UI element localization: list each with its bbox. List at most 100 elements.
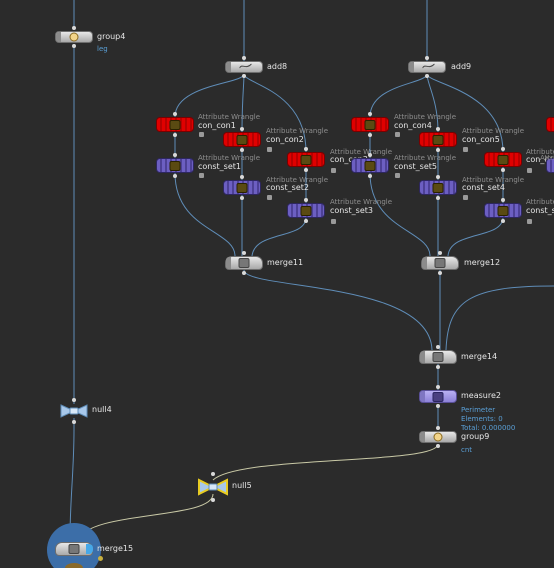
output-port[interactable] bbox=[173, 133, 177, 137]
node-body[interactable] bbox=[225, 61, 263, 73]
node-body[interactable] bbox=[156, 158, 194, 173]
merge15-node[interactable] bbox=[47, 523, 101, 568]
node-body[interactable] bbox=[421, 256, 459, 270]
node-body[interactable] bbox=[546, 158, 554, 173]
output-port[interactable] bbox=[436, 196, 440, 200]
input-port[interactable] bbox=[173, 153, 177, 157]
node-body[interactable] bbox=[55, 31, 93, 43]
node-body[interactable] bbox=[287, 152, 325, 167]
node-body[interactable] bbox=[419, 390, 457, 403]
output-port[interactable] bbox=[240, 148, 244, 152]
output-port[interactable] bbox=[368, 133, 372, 137]
output-port[interactable] bbox=[242, 271, 246, 275]
input-port[interactable] bbox=[368, 112, 372, 116]
group9-node[interactable] bbox=[419, 426, 457, 448]
measure2-node[interactable] bbox=[419, 385, 457, 408]
output-port[interactable] bbox=[304, 219, 308, 223]
output-port[interactable] bbox=[436, 444, 440, 448]
group4-node[interactable] bbox=[55, 26, 93, 48]
output-port[interactable] bbox=[436, 404, 440, 408]
lock-icon[interactable] bbox=[527, 168, 532, 173]
con-con4-node[interactable] bbox=[351, 112, 389, 137]
input-port[interactable] bbox=[242, 56, 246, 60]
lock-icon[interactable] bbox=[267, 147, 272, 152]
offscreen-wrangle-node[interactable] bbox=[546, 117, 554, 132]
node-body[interactable] bbox=[408, 61, 446, 73]
node-body[interactable] bbox=[419, 431, 457, 443]
input-port[interactable] bbox=[72, 398, 76, 402]
offscreen-wrangle-node[interactable] bbox=[546, 158, 554, 173]
input-port[interactable] bbox=[436, 127, 440, 131]
lock-icon[interactable] bbox=[463, 195, 468, 200]
node-body[interactable] bbox=[419, 180, 457, 195]
merge14-node[interactable] bbox=[419, 345, 457, 369]
con-con2-node[interactable] bbox=[223, 127, 261, 152]
output-port[interactable] bbox=[304, 168, 308, 172]
output-port[interactable] bbox=[425, 74, 429, 78]
output-port[interactable] bbox=[436, 365, 440, 369]
const-s-node[interactable] bbox=[484, 198, 522, 223]
node-body[interactable] bbox=[156, 117, 194, 132]
const-set1-node[interactable] bbox=[156, 153, 194, 178]
lock-icon[interactable] bbox=[395, 173, 400, 178]
input-port[interactable] bbox=[436, 345, 440, 349]
node-body[interactable] bbox=[351, 158, 389, 173]
lock-icon[interactable] bbox=[199, 173, 204, 178]
con-con1-node[interactable] bbox=[156, 112, 194, 137]
input-port[interactable] bbox=[436, 426, 440, 430]
const-set5-node[interactable] bbox=[351, 153, 389, 178]
null4-node[interactable] bbox=[59, 398, 89, 424]
input-port[interactable] bbox=[304, 147, 308, 151]
input-port[interactable] bbox=[438, 251, 442, 255]
input-port[interactable] bbox=[501, 198, 505, 202]
con-con3-node[interactable] bbox=[287, 147, 325, 172]
merge12-node[interactable] bbox=[421, 251, 459, 275]
lock-icon[interactable] bbox=[331, 168, 336, 173]
lock-icon[interactable] bbox=[527, 219, 532, 224]
lock-icon[interactable] bbox=[331, 219, 336, 224]
output-port[interactable] bbox=[240, 196, 244, 200]
null5-node[interactable] bbox=[197, 472, 229, 502]
add8-node[interactable] bbox=[225, 56, 263, 78]
output-port[interactable] bbox=[501, 168, 505, 172]
con-con5-node[interactable] bbox=[419, 127, 457, 152]
input-port[interactable] bbox=[436, 385, 440, 389]
const-set2-node[interactable] bbox=[223, 175, 261, 200]
input-port[interactable] bbox=[240, 127, 244, 131]
input-port[interactable] bbox=[211, 472, 215, 476]
input-port[interactable] bbox=[501, 147, 505, 151]
output-port[interactable] bbox=[173, 174, 177, 178]
input-port[interactable] bbox=[425, 56, 429, 60]
node-body[interactable] bbox=[55, 542, 93, 556]
input-port[interactable] bbox=[368, 153, 372, 157]
node-body[interactable] bbox=[419, 132, 457, 147]
input-port[interactable] bbox=[242, 251, 246, 255]
node-body[interactable] bbox=[287, 203, 325, 218]
lock-icon[interactable] bbox=[199, 132, 204, 137]
output-port[interactable] bbox=[436, 148, 440, 152]
node-body[interactable] bbox=[225, 256, 263, 270]
node-body[interactable] bbox=[419, 350, 457, 364]
input-port[interactable] bbox=[72, 26, 76, 30]
output-port[interactable] bbox=[438, 271, 442, 275]
lock-icon[interactable] bbox=[463, 147, 468, 152]
output-port[interactable] bbox=[242, 74, 246, 78]
input-port[interactable] bbox=[436, 175, 440, 179]
display-flag[interactable] bbox=[86, 544, 93, 554]
output-port[interactable] bbox=[368, 174, 372, 178]
merge11-node[interactable] bbox=[225, 251, 263, 275]
const-set3-node[interactable] bbox=[287, 198, 325, 223]
node-body[interactable] bbox=[484, 152, 522, 167]
node-body[interactable] bbox=[223, 132, 261, 147]
output-port[interactable] bbox=[211, 498, 215, 502]
input-port[interactable] bbox=[304, 198, 308, 202]
lock-icon[interactable] bbox=[395, 132, 400, 137]
node-body[interactable] bbox=[546, 117, 554, 132]
node-body[interactable] bbox=[351, 117, 389, 132]
input-port[interactable] bbox=[240, 175, 244, 179]
const-set4-node[interactable] bbox=[419, 175, 457, 200]
node-body[interactable] bbox=[484, 203, 522, 218]
add9-node[interactable] bbox=[408, 56, 446, 78]
con-col-node[interactable] bbox=[484, 147, 522, 172]
